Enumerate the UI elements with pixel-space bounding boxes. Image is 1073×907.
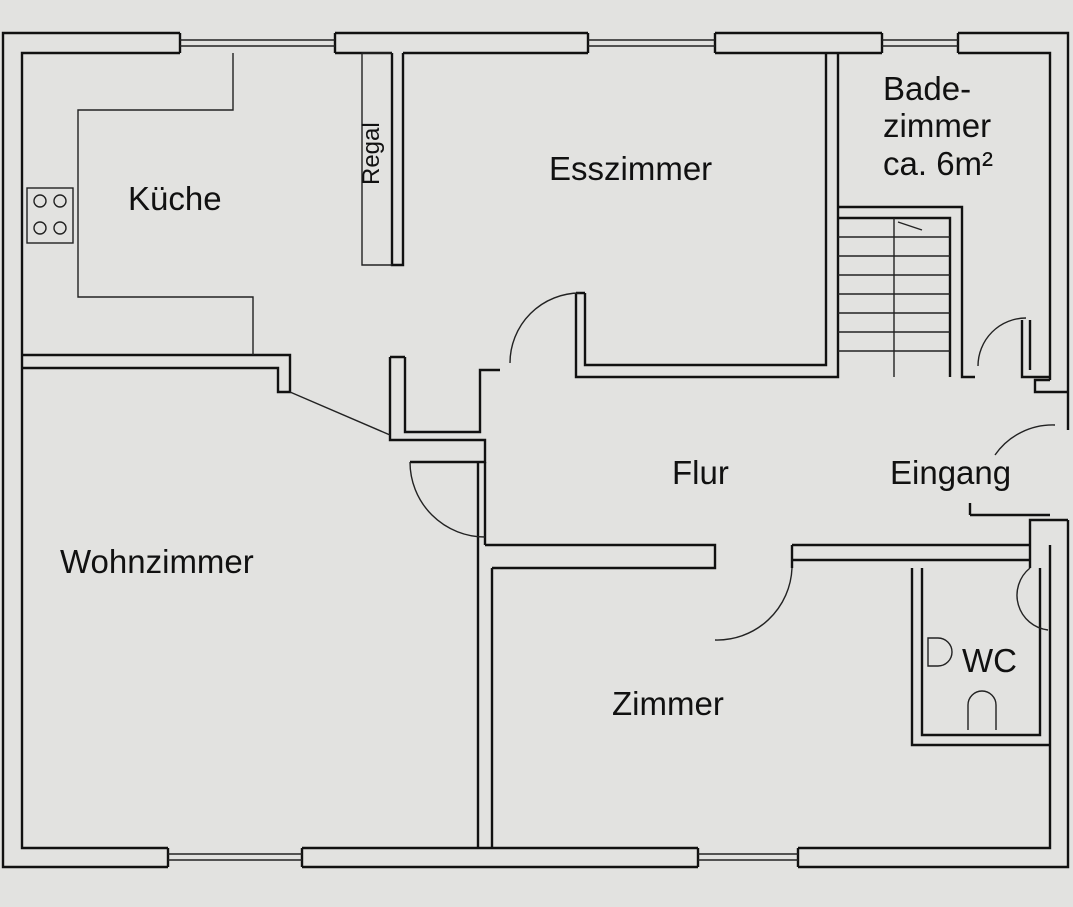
room-label-hallway: Flur (672, 454, 729, 491)
room-label-kitchen: Küche (128, 180, 222, 217)
shelf-regal (361, 52, 392, 266)
staircase (838, 218, 950, 377)
windows (168, 39, 958, 861)
room-label-bathroom: Bade- zimmer ca. 6m² (883, 70, 993, 182)
room-label-room: Zimmer (612, 685, 724, 722)
bathroom-area: ca. 6m² (883, 144, 994, 182)
toilet-icon (927, 637, 997, 730)
outer-walls (1, 31, 1070, 869)
bathroom-label-line1: Bade- (883, 70, 972, 107)
room-label-wc: WC (962, 642, 1017, 679)
bathroom-label-line2: zimmer (883, 107, 992, 145)
room-label-dining: Esszimmer (549, 150, 713, 187)
room-label-entrance: Eingang (890, 454, 1012, 491)
kitchen-counter (77, 53, 254, 355)
room-label-shelf: Regal (358, 122, 385, 185)
room-label-living: Wohnzimmer (60, 543, 254, 580)
stove-icon (26, 187, 74, 244)
doors (289, 292, 1056, 641)
